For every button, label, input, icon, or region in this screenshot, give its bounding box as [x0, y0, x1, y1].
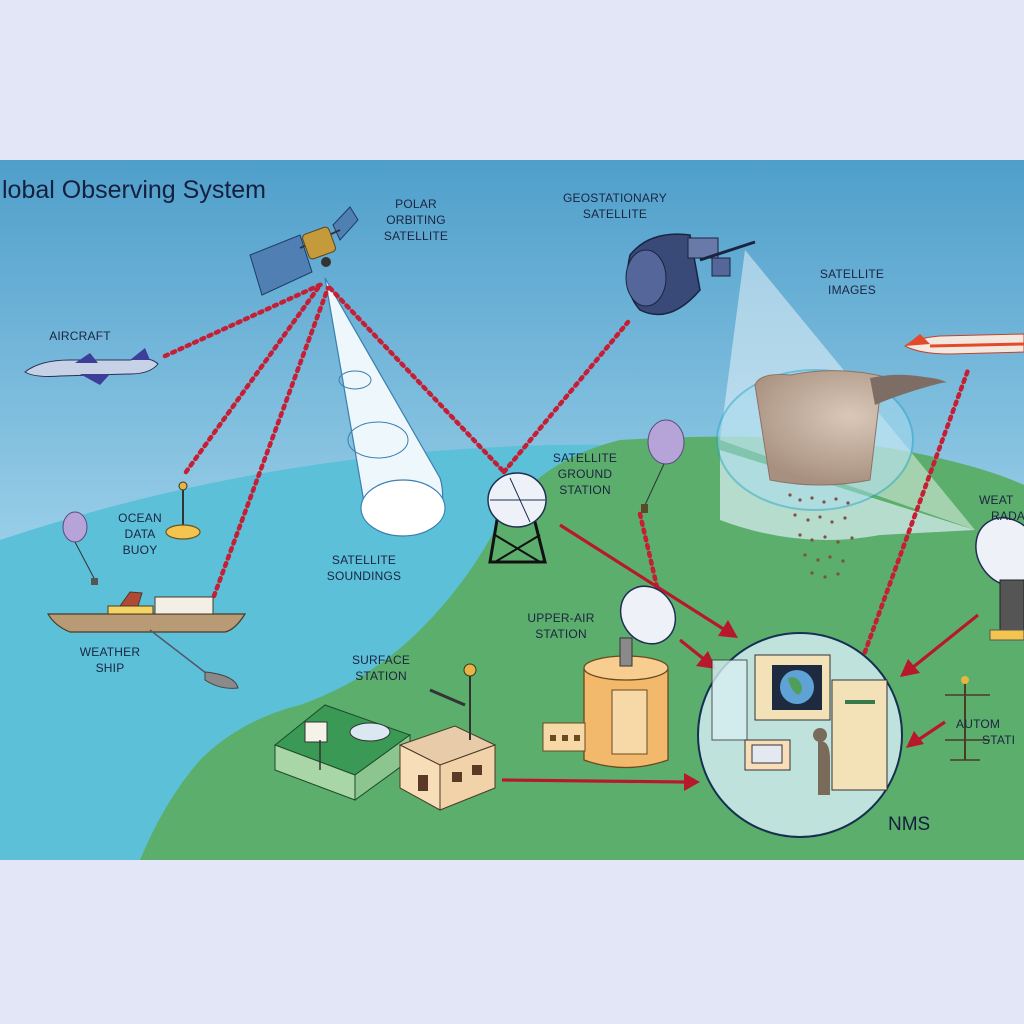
label-weather-radar-2: RADA: [991, 509, 1024, 523]
label-satellite-ground-station-3: STATION: [559, 483, 611, 497]
label-polar-orbiting-satellite-1: POLAR: [395, 197, 437, 211]
labels: POLAR ORBITING SATELLITE GEOSTATIONARY S…: [49, 191, 1024, 835]
weather-ship: [46, 591, 247, 689]
label-automatic-station-1: AUTOM: [956, 717, 1000, 731]
label-geostationary-satellite-2: SATELLITE: [583, 207, 647, 221]
label-ocean-data-buoy-3: BUOY: [123, 543, 158, 557]
label-weather-ship-1: WEATHER: [80, 645, 141, 659]
communication-links: [162, 281, 971, 663]
ocean-data-buoy: [165, 481, 201, 540]
label-satellite-ground-station-1: SATELLITE: [553, 451, 617, 465]
label-satellite-images-2: IMAGES: [828, 283, 876, 297]
aircraft-right: [904, 333, 1024, 355]
label-weather-radar-1: WEAT: [979, 493, 1014, 507]
satellite-image-cloud: [716, 369, 975, 579]
weather-radar: [975, 517, 1024, 641]
label-ocean-data-buoy-2: DATA: [124, 527, 155, 541]
satellite-soundings-cone: [324, 277, 446, 537]
label-nms: NMS: [888, 814, 930, 835]
diagram-title: lobal Observing System: [2, 176, 266, 204]
label-polar-orbiting-satellite-2: ORBITING: [386, 213, 446, 227]
label-polar-orbiting-satellite-3: SATELLITE: [384, 229, 448, 243]
label-geostationary-satellite-1: GEOSTATIONARY: [563, 191, 667, 205]
label-automatic-station-2: STATI: [982, 733, 1015, 747]
data-flow-arrows: [501, 523, 980, 791]
upper-air-station: [542, 585, 677, 769]
label-upper-air-station-2: STATION: [535, 627, 587, 641]
balloon-weather-ship: [62, 511, 98, 585]
label-satellite-ground-station-2: GROUND: [558, 467, 613, 481]
label-satellite-soundings-2: SOUNDINGS: [327, 569, 401, 583]
nms-center: [697, 632, 903, 838]
label-satellite-images-1: SATELLITE: [820, 267, 884, 281]
label-aircraft: AIRCRAFT: [49, 329, 111, 343]
global-observing-system-diagram: lobal Observing System: [0, 160, 1024, 860]
polar-orbiting-satellite: [249, 206, 359, 296]
satellite-ground-station: [487, 472, 547, 564]
surface-station: [274, 663, 497, 811]
upper-air-balloon: [641, 419, 685, 513]
geostationary-satellite: [625, 233, 756, 316]
label-upper-air-station-1: UPPER-AIR: [527, 611, 594, 625]
label-ocean-data-buoy-1: OCEAN: [118, 511, 162, 525]
automatic-station: [945, 676, 990, 761]
aircraft-left: [24, 348, 159, 385]
label-weather-ship-2: SHIP: [96, 661, 125, 675]
label-satellite-soundings-1: SATELLITE: [332, 553, 396, 567]
label-surface-station-1: SURFACE: [352, 653, 410, 667]
label-surface-station-2: STATION: [355, 669, 407, 683]
